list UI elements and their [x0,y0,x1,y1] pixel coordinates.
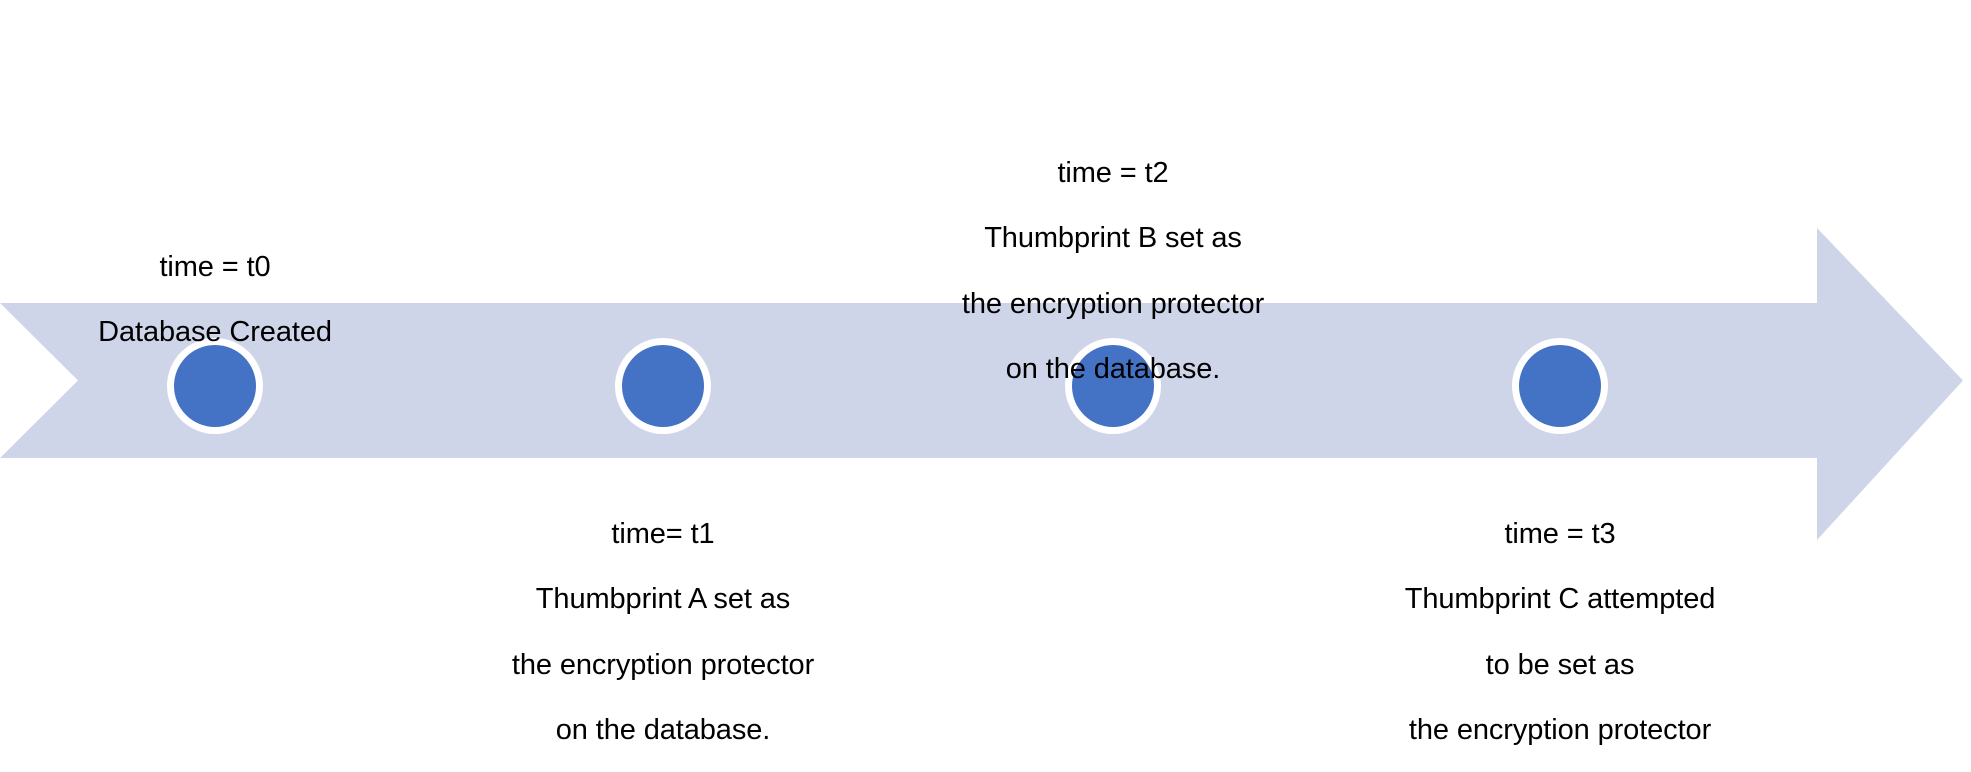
arrow-shape [0,228,1963,540]
milestone-label-t2-line-4: on the database. [1005,353,1221,386]
milestone-label-t2-line-2: Thumbprint B set as [984,222,1242,255]
milestone-label-t3-line-1: time = t3 [1504,517,1616,550]
milestone-dot-t0[interactable] [174,345,256,427]
milestone-label-t0: time = t0 Database Created [98,218,332,382]
milestone-dot-t2[interactable] [1072,345,1154,427]
milestone-label-t1: time= t1 Thumbprint A set as the encrypt… [512,485,814,772]
milestone-label-t0-line-1: time = t0 [159,250,271,283]
milestone-label-t2-line-1: time = t2 [1057,156,1169,189]
milestone-dot-t3[interactable] [1519,345,1601,427]
milestone-label-t2: time = t2 Thumbprint B set as the encryp… [962,124,1264,419]
milestone-label-t3: time = t3 Thumbprint C attempted to be s… [1405,485,1716,772]
milestone-label-t1-line-3: the encryption protector [511,648,815,681]
milestone-label-t1-line-1: time= t1 [611,517,715,550]
milestone-label-t3-line-4: the encryption protector [1408,714,1712,747]
milestone-label-t2-line-3: the encryption protector [961,287,1265,320]
milestone-label-t3-line-3: to be set as [1485,648,1635,681]
milestone-label-t1-line-2: Thumbprint A set as [535,583,791,616]
milestone-label-t0-line-2: Database Created [98,316,332,349]
milestone-dot-t1[interactable] [622,345,704,427]
milestone-label-t3-line-2: Thumbprint C attempted [1404,583,1716,616]
milestone-label-t1-line-4: on the database. [555,714,771,747]
